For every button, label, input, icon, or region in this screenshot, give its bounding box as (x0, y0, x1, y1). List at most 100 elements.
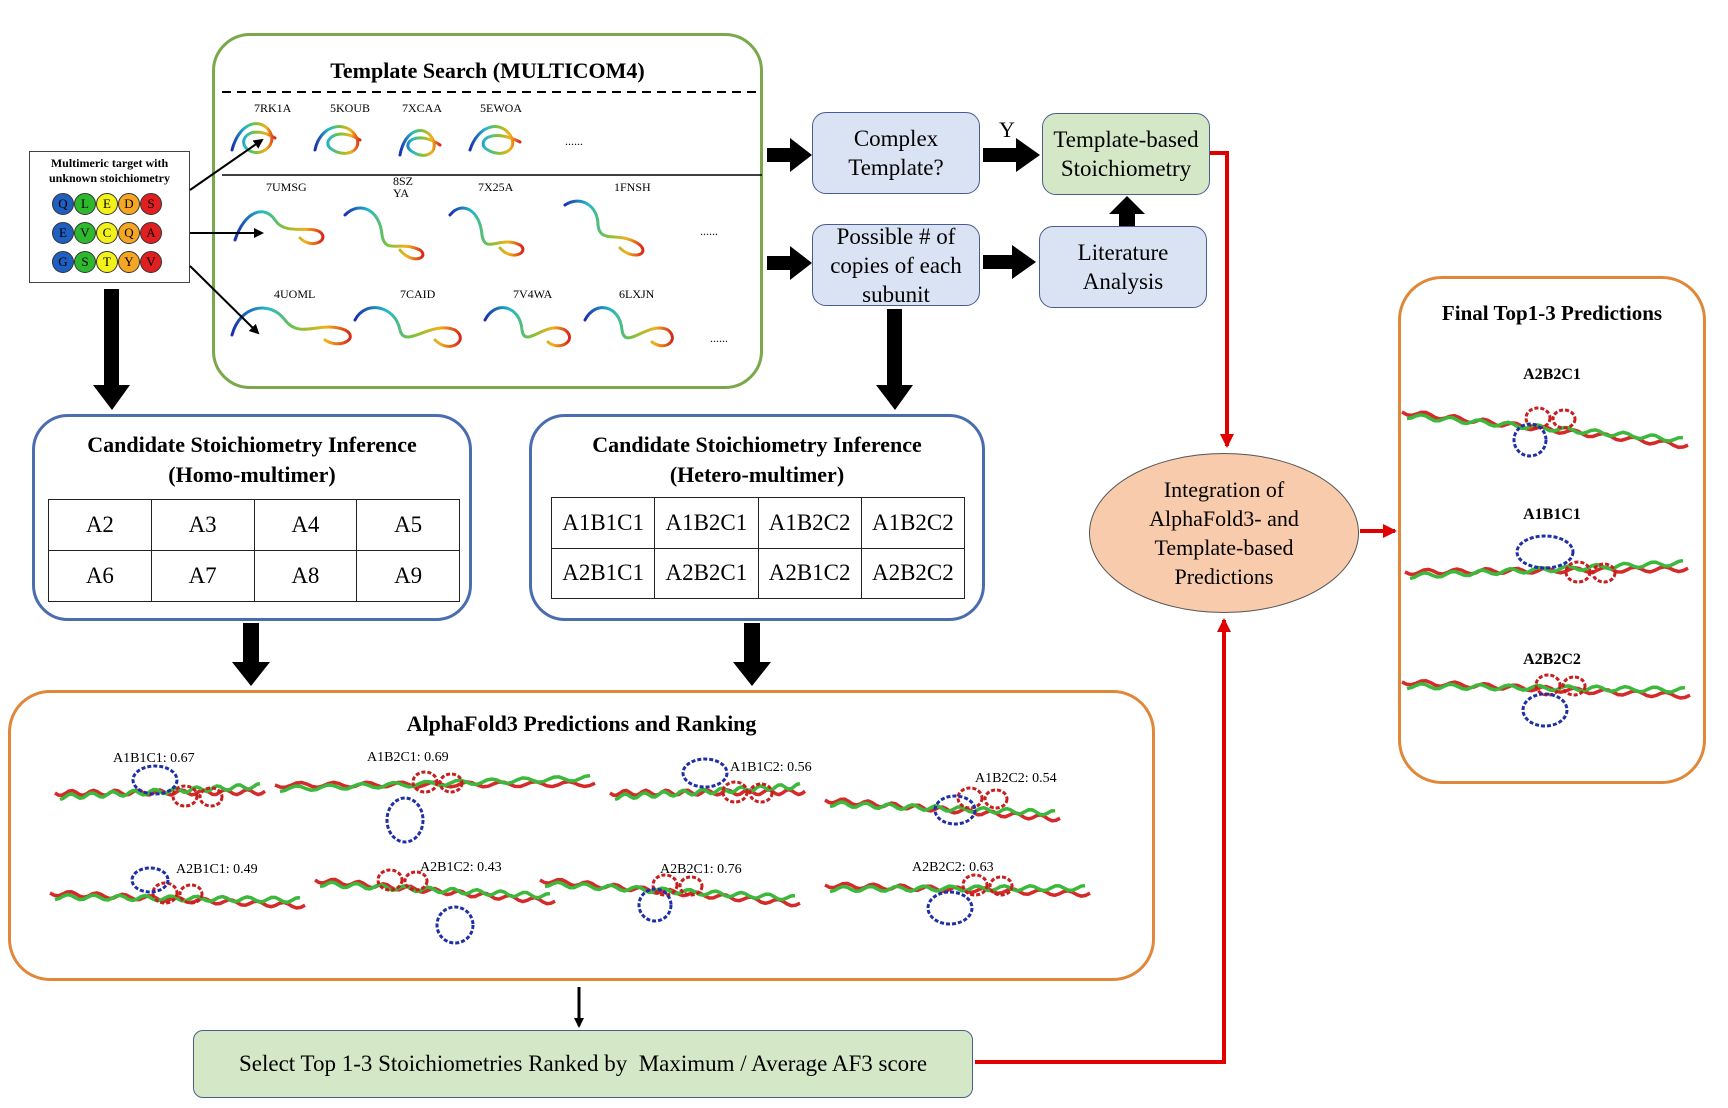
ellipsis: ...... (700, 224, 718, 238)
helix-chain (59, 781, 261, 802)
residue-circle: C (96, 222, 118, 244)
template-id: 8SZ YA (393, 174, 414, 200)
final-title: Final Top1-3 Predictions (1441, 301, 1663, 325)
helix-chain (544, 880, 796, 902)
red-coiled-domain (438, 772, 464, 794)
red-coiled-domain (988, 875, 1014, 897)
homo-subtitle: (Homo-multimer) (168, 462, 336, 487)
helix-chain (1406, 413, 1684, 443)
blue-beta-domain (1515, 534, 1575, 570)
template-id: 1FNSH (614, 180, 651, 194)
residue-circle: G (52, 251, 74, 273)
template-id: 7XCAA (402, 101, 443, 115)
integration-text: Integration of AlphaFold3- and Template-… (1149, 477, 1299, 589)
blue-beta-domain (1521, 692, 1569, 728)
residue-circle: E (52, 222, 74, 244)
hetero-cell: A2B1C1 (550, 547, 656, 599)
af3-score-label: A2B1C2: 0.43 (420, 860, 502, 875)
residue-circle: Q (118, 222, 140, 244)
blue-beta-domain (637, 887, 673, 923)
complex-template-decision: Complex Template? (812, 112, 980, 194)
red-coiled-domain (198, 786, 224, 808)
red-coiled-domain (651, 873, 679, 897)
select-top-stoichiometries: Select Top 1-3 Stoichiometries Ranked by… (193, 1030, 973, 1098)
residue-circle: Y (118, 251, 140, 273)
red-coiled-domain (376, 868, 404, 892)
hetero-title: Candidate Stoichiometry Inference (592, 432, 922, 457)
hetero-table: A1B1C1 A1B2C1 A1B2C2 A1B2C2 A2B1C1 A2B2C… (550, 497, 966, 599)
final-label: A1B1C1 (1523, 506, 1581, 523)
blue-beta-domain (926, 890, 974, 926)
residue-circle: V (74, 222, 96, 244)
hetero-subtitle: (Hetero-multimer) (669, 462, 845, 487)
final-predictions-panel: Final Top1-3 Predictions A2B2C1 A1B1C1 A… (1398, 276, 1706, 784)
homo-table: A2 A3 A4 A5 A6 A7 A8 A9 (48, 499, 460, 602)
target-title: Multimeric target with unknown stoichiom… (48, 156, 170, 185)
hetero-cell: A1B1C1 (550, 497, 656, 549)
residue-circle: T (96, 251, 118, 273)
helix-chain (1409, 558, 1684, 581)
template-id: 6LXJN (619, 287, 655, 301)
ellipsis: ...... (710, 331, 728, 345)
template-id: 5KOUB (330, 101, 371, 115)
homo-cell: A2 (48, 499, 152, 551)
residue-circle: S (74, 251, 96, 273)
blue-beta-domain (435, 905, 475, 945)
hetero-multimer-panel: Candidate Stoichiometry Inference (Heter… (529, 414, 985, 621)
af3-score-label: A1B1C2: 0.56 (730, 760, 812, 775)
residue-circle: D (118, 193, 140, 215)
red-coiled-domain (1591, 562, 1617, 584)
red-coiled-domain (1524, 406, 1552, 430)
homo-cell: A9 (356, 550, 460, 602)
af3-score-label: A1B2C1: 0.69 (367, 750, 449, 765)
red-coiled-domain (171, 784, 199, 808)
homo-title: Candidate Stoichiometry Inference (87, 432, 417, 457)
homo-cell: A5 (356, 499, 460, 551)
helix-chain (279, 773, 591, 794)
residue-circle: L (74, 193, 96, 215)
template-id: 7RK1A (254, 101, 292, 115)
af3-score-label: A1B1C1: 0.67 (113, 751, 195, 766)
af3-score-label: A2B2C1: 0.76 (660, 862, 742, 877)
residue-circle: S (140, 193, 162, 215)
template-id: 5EWOA (480, 101, 522, 115)
residue-circle: V (140, 251, 162, 273)
af3-score-label: A2B1C1: 0.49 (176, 862, 258, 877)
red-coiled-domain (1564, 560, 1592, 584)
blue-beta-domain (385, 796, 425, 844)
af3-score-label: A1B2C2: 0.54 (975, 771, 1057, 786)
yes-label: Y (999, 117, 1015, 142)
red-coiled-domain (983, 788, 1009, 810)
template-id: 7CAID (400, 287, 436, 301)
alphafold-title: AlphaFold3 Predictions and Ranking (406, 711, 757, 736)
red-coiled-domain (1551, 408, 1577, 430)
hetero-cell: A2B2C2 (860, 547, 966, 599)
helix-chain (829, 883, 1086, 894)
homo-cell: A7 (150, 550, 255, 602)
select-top-text: Select Top 1-3 Stoichiometries Ranked by… (238, 1051, 928, 1076)
red-coiled-domain (721, 780, 749, 804)
red-coiled-domain (411, 770, 439, 794)
red-coiled-domain (956, 786, 984, 810)
helix-chain (614, 781, 801, 802)
hetero-cell: A1B2C2 (860, 497, 966, 549)
alphafold-panel: AlphaFold3 Predictions and Ranking (8, 690, 1155, 981)
residue-circle: Q (52, 193, 74, 215)
homo-cell: A6 (48, 550, 152, 602)
literature-analysis-box: Literature Analysis (1039, 226, 1207, 308)
template-search-panel: Template Search (MULTICOM4) (212, 33, 763, 389)
helix-chain (54, 892, 301, 904)
red-coiled-domain (1534, 673, 1562, 697)
template-search-title: Template Search (MULTICOM4) (330, 58, 645, 83)
red-coiled-domain (748, 782, 774, 804)
residue-circle: A (140, 222, 162, 244)
red-coiled-domain (151, 881, 179, 905)
homo-multimer-panel: Candidate Stoichiometry Inference (Homo-… (32, 414, 472, 621)
template-id: 7V4WA (513, 287, 553, 301)
possible-copies-box: Possible # of copies of each subunit (812, 224, 980, 307)
red-coiled-domain (1561, 675, 1587, 697)
